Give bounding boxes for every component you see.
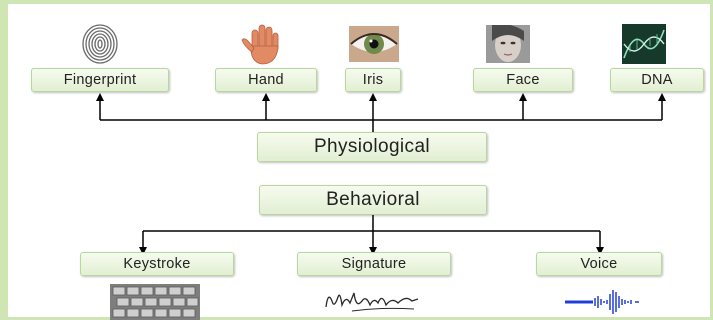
trait-label-dna: DNA [641, 72, 673, 88]
trait-label-iris: Iris [362, 72, 384, 88]
trait-box-dna: DNA [610, 68, 704, 92]
eye-iris-icon [349, 26, 399, 62]
trait-box-keystroke: Keystroke [80, 252, 234, 276]
trait-box-face: Face [473, 68, 573, 92]
keyboard-icon [110, 284, 200, 320]
trait-label-face: Face [506, 72, 540, 88]
trait-label-keystroke: Keystroke [123, 256, 191, 272]
face-photo-icon [486, 25, 530, 63]
trait-box-voice: Voice [536, 252, 662, 276]
dna-helix-icon [622, 24, 666, 64]
trait-label-fingerprint: Fingerprint [63, 72, 137, 88]
trait-label-voice: Voice [580, 256, 618, 272]
trait-box-hand: Hand [215, 68, 317, 92]
trait-box-iris: Iris [345, 68, 401, 92]
category-box-physiological: Physiological [257, 132, 487, 162]
voice-waveform-icon [565, 290, 639, 314]
category-label-behavioral: Behavioral [326, 189, 420, 210]
trait-label-signature: Signature [341, 256, 407, 272]
fingerprint-icon [82, 24, 118, 64]
category-label-physiological: Physiological [313, 136, 431, 157]
hand-icon [241, 24, 279, 65]
trait-box-signature: Signature [297, 252, 451, 276]
category-box-behavioral: Behavioral [259, 185, 487, 215]
signature-icon [325, 292, 419, 312]
trait-box-fingerprint: Fingerprint [31, 68, 169, 92]
trait-label-hand: Hand [248, 72, 284, 88]
